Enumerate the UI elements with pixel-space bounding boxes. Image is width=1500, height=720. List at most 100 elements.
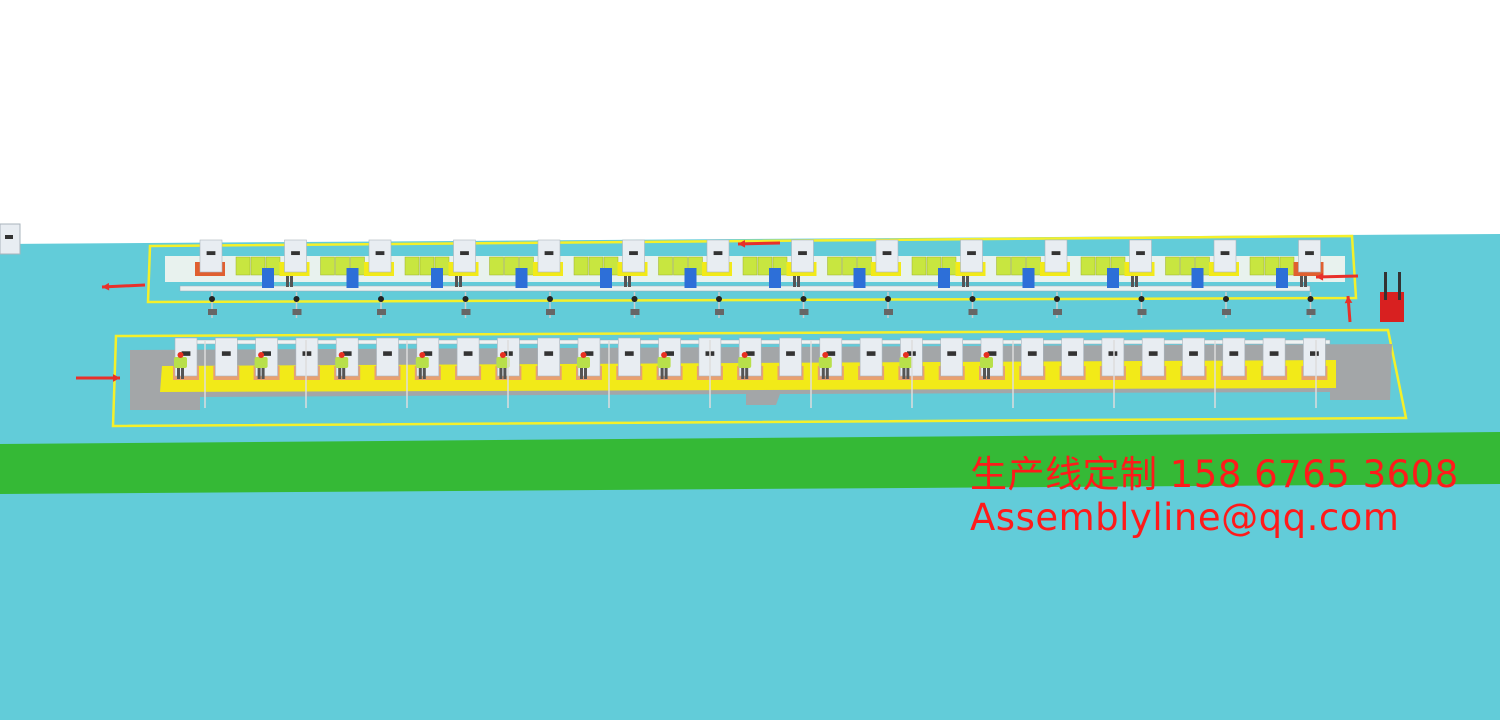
worker-leg (455, 275, 458, 287)
green-panel (335, 256, 350, 276)
machine-cabinet (960, 239, 983, 273)
worker-body (818, 357, 832, 368)
worker-body (254, 357, 268, 368)
camera-fixture (631, 296, 638, 302)
machine-cabinet (1141, 337, 1165, 377)
worker-body (738, 357, 752, 368)
blue-terminal (853, 268, 866, 288)
forklift-mast (1384, 272, 1387, 300)
machine-screen (1068, 351, 1077, 356)
flow-arrow-icon (101, 283, 146, 289)
blue-terminal (938, 268, 950, 288)
machine-cabinet (1044, 239, 1068, 273)
hanging-sign (461, 309, 471, 315)
machine-screen (221, 351, 231, 356)
machine-screen (262, 351, 271, 356)
machine-screen (665, 351, 674, 356)
machine-screen (798, 251, 807, 256)
worker-helmet (419, 352, 426, 358)
machine-cabinet (199, 239, 223, 273)
worker-helmet (338, 352, 345, 358)
hanging-sign (968, 309, 978, 315)
machine-cabinet (617, 337, 641, 377)
worker-leg (628, 275, 631, 287)
green-panel (911, 256, 927, 276)
worker-body (577, 357, 590, 368)
machine-screen (460, 251, 469, 256)
machine-screen (383, 351, 392, 356)
machine-cabinet (791, 239, 814, 273)
worker-leg (821, 367, 825, 379)
green-panel (419, 256, 435, 276)
worker-leg (902, 367, 906, 379)
green-walkway-band (0, 432, 1500, 494)
forklift-mast (1398, 272, 1401, 300)
worker-leg (741, 367, 745, 379)
arrow-head-icon (1316, 272, 1324, 281)
machine-screen (1108, 351, 1118, 356)
blue-terminal (1107, 268, 1119, 288)
green-panel (658, 256, 673, 276)
worker-leg (745, 367, 749, 379)
blue-terminal (431, 268, 443, 288)
machine-cabinet (1298, 239, 1321, 273)
worker-leg (906, 367, 910, 379)
machine-cabinet (215, 337, 238, 377)
machine-cabinet (1061, 337, 1084, 377)
machine-screen (947, 351, 957, 356)
machine-screen (1136, 251, 1145, 256)
camera-fixture (462, 296, 469, 302)
machine-screen (5, 235, 13, 239)
green-panel (926, 256, 942, 276)
machine-screen (987, 351, 997, 356)
worker-leg (793, 275, 796, 287)
worker-leg (797, 275, 800, 287)
upper-line-boundary (146, 234, 1358, 304)
worker-leg (664, 367, 668, 379)
blue-terminal (684, 268, 697, 288)
worker-helmet (177, 352, 184, 358)
hanging-sign (546, 309, 555, 315)
machine-cabinet (368, 239, 392, 273)
worker-leg (177, 367, 180, 379)
hanging-sign (1137, 309, 1147, 315)
machine-screen (1310, 351, 1319, 356)
arrow-head-icon (102, 282, 110, 291)
blue-terminal (346, 268, 359, 288)
arrow-head-icon (738, 239, 746, 248)
worker-leg (257, 367, 261, 379)
green-panel (757, 256, 773, 276)
blue-terminal (515, 268, 528, 288)
machine-cabinet (1182, 337, 1205, 377)
machine-screen (1027, 351, 1037, 356)
worker-helmet (499, 352, 506, 358)
arrow-head-icon (1344, 296, 1353, 304)
camera-fixture (885, 296, 891, 302)
worker-leg (962, 275, 965, 287)
hanging-sign (208, 309, 217, 315)
green-panel (504, 256, 519, 276)
camera-fixture (716, 296, 722, 302)
green-panel (1249, 256, 1265, 276)
machine-cabinet (284, 239, 307, 273)
hanging-sign (715, 309, 724, 315)
machine-cabinet (537, 239, 561, 273)
worker-leg (1300, 275, 1303, 287)
green-panel (1011, 256, 1026, 276)
worker-leg (624, 275, 627, 287)
worker-body (174, 357, 187, 368)
worker-leg (286, 275, 289, 287)
worker-body (415, 357, 429, 368)
worker-leg (1304, 275, 1307, 287)
camera-fixture (1307, 296, 1314, 302)
blue-terminal (600, 268, 612, 288)
machine-cabinet (1303, 337, 1326, 377)
machine-screen (1189, 351, 1198, 356)
worker-leg (290, 275, 293, 287)
machine-screen (302, 351, 312, 356)
green-panel (320, 256, 335, 276)
worker-leg (825, 367, 829, 379)
worker-body (335, 357, 349, 368)
machine-cabinet (622, 239, 645, 273)
